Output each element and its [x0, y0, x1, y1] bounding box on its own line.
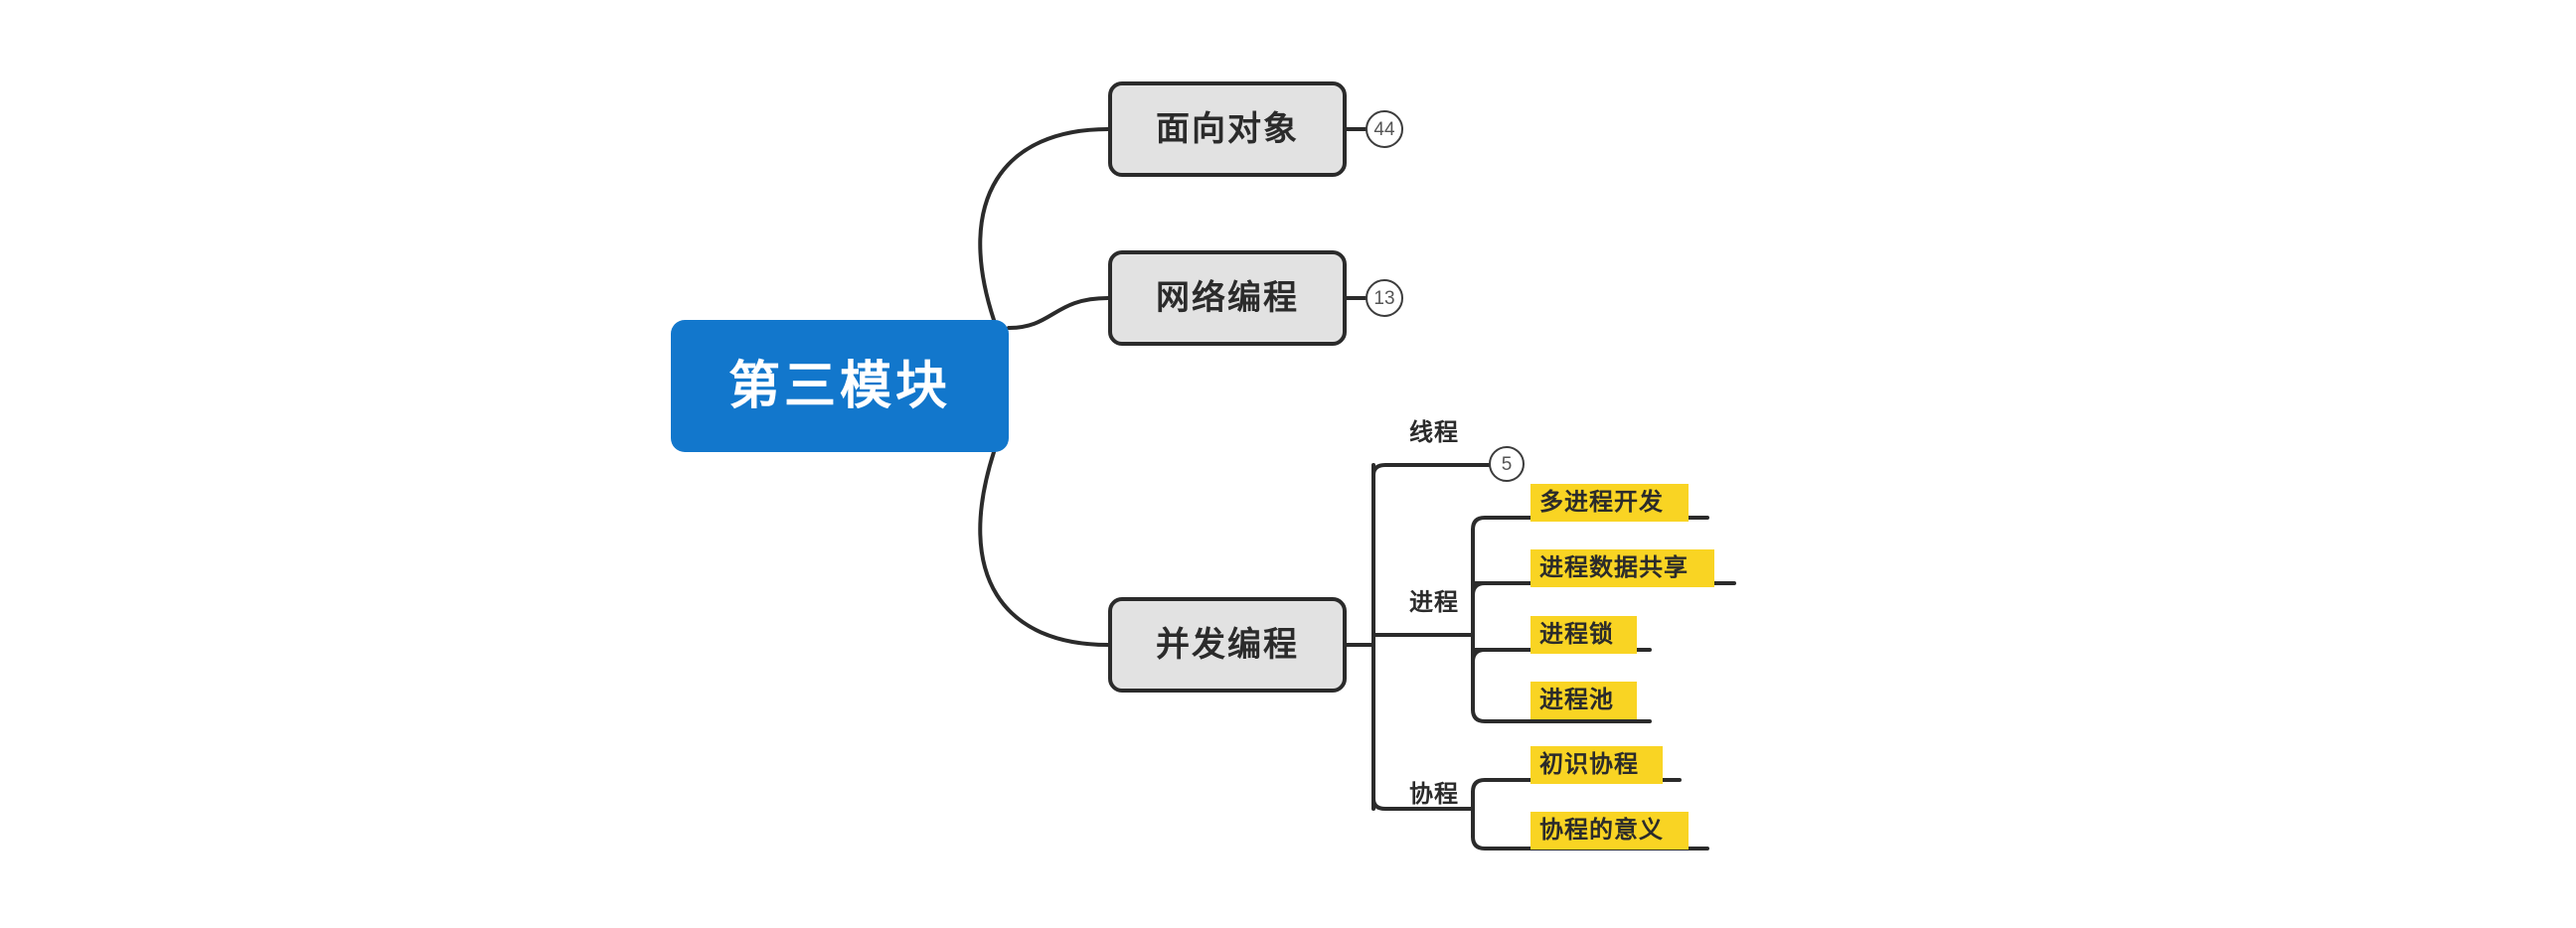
wire-trunk-to-thread	[1371, 463, 1483, 477]
leaf-item-process-lock-text: 进程锁	[1539, 621, 1614, 648]
branch-node-oop-label: 面向对象	[1156, 110, 1299, 148]
branch-node-concurrency-label: 并发编程	[1156, 626, 1299, 664]
badge-network-count-text: 13	[1373, 287, 1395, 309]
leaf-item-coroutine-intro-text: 初识协程	[1539, 751, 1639, 778]
leaf-item-coroutine-intro[interactable]: 初识协程	[1530, 746, 1663, 784]
wire-root-to-network	[1007, 296, 1110, 330]
leaf-item-process-lock[interactable]: 进程锁	[1530, 616, 1637, 654]
wire-process-elbow-3	[1471, 648, 1487, 664]
wire-process-spine-bottom	[1471, 707, 1532, 723]
leaf-item-process-pool[interactable]: 进程池	[1530, 682, 1637, 719]
wire-root-to-oop	[978, 127, 1110, 322]
leaf-item-coroutine-significance-text: 协程的意义	[1539, 817, 1664, 844]
leaf-item-multiprocess-dev-text: 多进程开发	[1539, 489, 1664, 516]
sub-branch-process-label[interactable]: 进程	[1409, 589, 1459, 616]
sub-branch-thread-label[interactable]: 线程	[1409, 419, 1459, 446]
leaf-item-multiprocess-dev[interactable]: 多进程开发	[1530, 484, 1689, 522]
branch-node-network-label: 网络编程	[1156, 279, 1299, 317]
branch-node-network[interactable]: 网络编程	[1108, 250, 1347, 346]
leaf-item-coroutine-significance[interactable]: 协程的意义	[1530, 812, 1689, 850]
wire-process-spine	[1471, 516, 1532, 532]
badge-oop-count[interactable]: 44	[1366, 110, 1403, 148]
wire-root-to-concurrency	[978, 450, 1110, 647]
leaf-item-process-data-sharing[interactable]: 进程数据共享	[1530, 549, 1714, 587]
badge-oop-count-text: 44	[1373, 118, 1395, 140]
badge-thread-count[interactable]: 5	[1489, 446, 1525, 482]
branch-node-oop[interactable]: 面向对象	[1108, 81, 1347, 177]
wire-process-elbow-2	[1471, 581, 1487, 597]
leaf-item-process-pool-text: 进程池	[1539, 687, 1614, 713]
badge-thread-count-text: 5	[1501, 453, 1513, 475]
badge-network-count[interactable]: 13	[1366, 279, 1403, 317]
root-node-label: 第三模块	[727, 357, 951, 415]
branch-node-concurrency[interactable]: 并发编程	[1108, 597, 1347, 693]
root-node[interactable]: 第三模块	[671, 320, 1009, 452]
leaf-item-process-data-sharing-text: 进程数据共享	[1539, 554, 1689, 581]
sub-branch-coroutine-label[interactable]: 协程	[1409, 781, 1459, 808]
